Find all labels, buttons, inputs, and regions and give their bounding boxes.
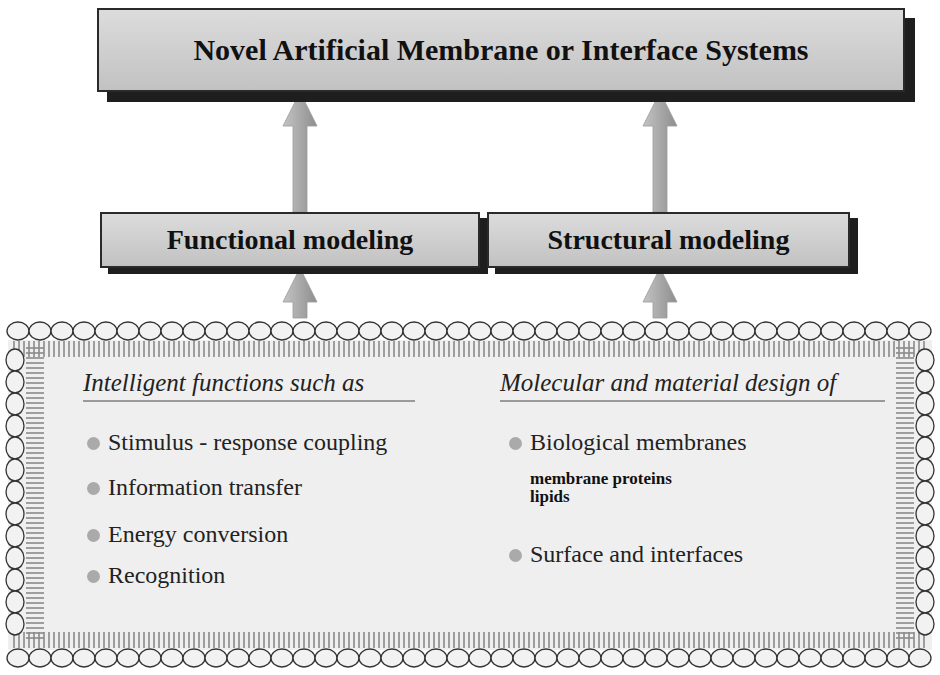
bullet-dot xyxy=(509,437,522,450)
list-item: Energy conversion xyxy=(108,520,288,549)
bullet-dot xyxy=(87,570,100,583)
flow-arrow xyxy=(643,268,677,318)
box-label: Structural modeling xyxy=(548,224,790,256)
list-item: Biological membranes xyxy=(530,428,747,457)
bullet-dot xyxy=(87,529,100,542)
section-heading: Molecular and material design of xyxy=(500,368,885,402)
membrane-region: Intelligent functions such as Stimulus - … xyxy=(0,318,940,675)
flow-arrow xyxy=(283,268,317,318)
list-item: Recognition xyxy=(108,561,225,590)
sub-item: lipids xyxy=(530,487,570,507)
bullet-dot xyxy=(87,437,100,450)
list-item: Stimulus - response coupling xyxy=(108,428,387,457)
list-item: Information transfer xyxy=(108,473,302,502)
box-label: Functional modeling xyxy=(167,224,414,256)
flow-arrow xyxy=(283,92,317,212)
bullet-dot xyxy=(509,549,522,562)
process-box: Structural modeling xyxy=(487,212,850,268)
process-box: Functional modeling xyxy=(100,212,480,268)
box-label: Novel Artificial Membrane or Interface S… xyxy=(193,33,808,67)
list-item: Surface and interfaces xyxy=(530,540,743,569)
title-box: Novel Artificial Membrane or Interface S… xyxy=(97,8,905,92)
sub-item: membrane proteins xyxy=(530,469,672,489)
bullet-dot xyxy=(87,482,100,495)
flow-arrow xyxy=(643,92,677,212)
section-heading: Intelligent functions such as xyxy=(83,368,415,402)
